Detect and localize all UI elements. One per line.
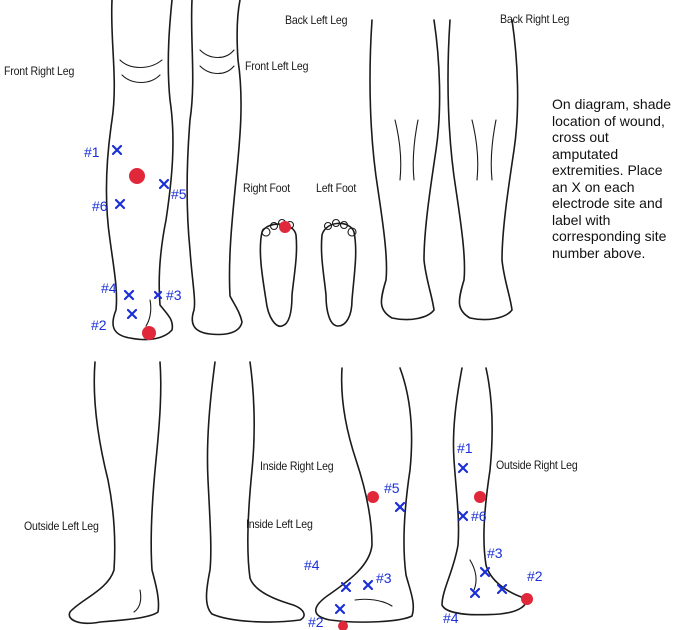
electrode-x-mark <box>481 568 489 576</box>
site-label: #5 <box>384 480 400 496</box>
electrode-x-mark <box>342 583 350 591</box>
wound-marker <box>521 593 533 605</box>
left-foot-label: Left Foot <box>316 181 356 195</box>
wound-marker <box>129 168 145 184</box>
electrode-x-mark <box>459 512 467 520</box>
electrode-x-mark <box>364 581 372 589</box>
electrode-x-mark <box>113 146 121 154</box>
electrode-x-mark <box>459 464 467 472</box>
back-left-leg-label: Back Left Leg <box>285 13 347 27</box>
site-label: #4 <box>443 610 459 626</box>
site-label: #2 <box>308 614 324 630</box>
site-label: #5 <box>171 186 187 202</box>
front-left-leg-outline <box>187 0 242 335</box>
back-right-leg-outline <box>448 20 518 320</box>
wound-marker <box>367 491 379 503</box>
front-right-leg-label: Front Right Leg <box>4 64 74 78</box>
site-label: #2 <box>91 317 107 333</box>
back-left-leg-outline <box>370 20 440 320</box>
electrode-x-mark <box>336 605 344 613</box>
site-label: #2 <box>527 568 543 584</box>
left-foot-outline <box>321 220 356 327</box>
outside-left-leg-outline <box>69 362 160 623</box>
wound-marker <box>279 221 291 233</box>
outside-right-leg-outline <box>442 368 526 615</box>
inside-left-leg-outline <box>207 362 305 622</box>
right-foot-label: Right Foot <box>243 181 290 195</box>
site-label: #4 <box>304 557 320 573</box>
outside-left-leg-label: Outside Left Leg <box>24 519 99 533</box>
site-label: #6 <box>92 198 108 214</box>
inside-right-leg-label: Inside Right Leg <box>260 459 334 473</box>
electrode-x-marks <box>113 146 506 613</box>
site-label: #3 <box>487 545 503 561</box>
electrode-x-mark <box>160 180 168 188</box>
outside-right-leg-label: Outside Right Leg <box>496 458 578 472</box>
instructions-text: On diagram, shade location of wound, cro… <box>552 96 675 261</box>
site-label: #4 <box>101 280 117 296</box>
wound-marker <box>142 326 156 340</box>
right-foot-outline <box>260 220 296 327</box>
electrode-x-mark <box>471 589 479 597</box>
back-right-leg-label: Back Right Leg <box>500 12 569 26</box>
inside-left-leg-label: Inside Left Leg <box>246 517 313 531</box>
electrode-x-mark <box>125 291 133 299</box>
electrode-x-mark <box>396 503 404 511</box>
site-label: #1 <box>84 144 100 160</box>
site-label: #3 <box>376 570 392 586</box>
electrode-x-mark <box>116 200 124 208</box>
site-label: #1 <box>457 440 473 456</box>
wound-marker <box>474 491 486 503</box>
site-label: #6 <box>471 508 487 524</box>
front-left-leg-label: Front Left Leg <box>245 59 308 73</box>
site-label: #3 <box>166 287 182 303</box>
electrode-x-mark <box>128 310 136 318</box>
